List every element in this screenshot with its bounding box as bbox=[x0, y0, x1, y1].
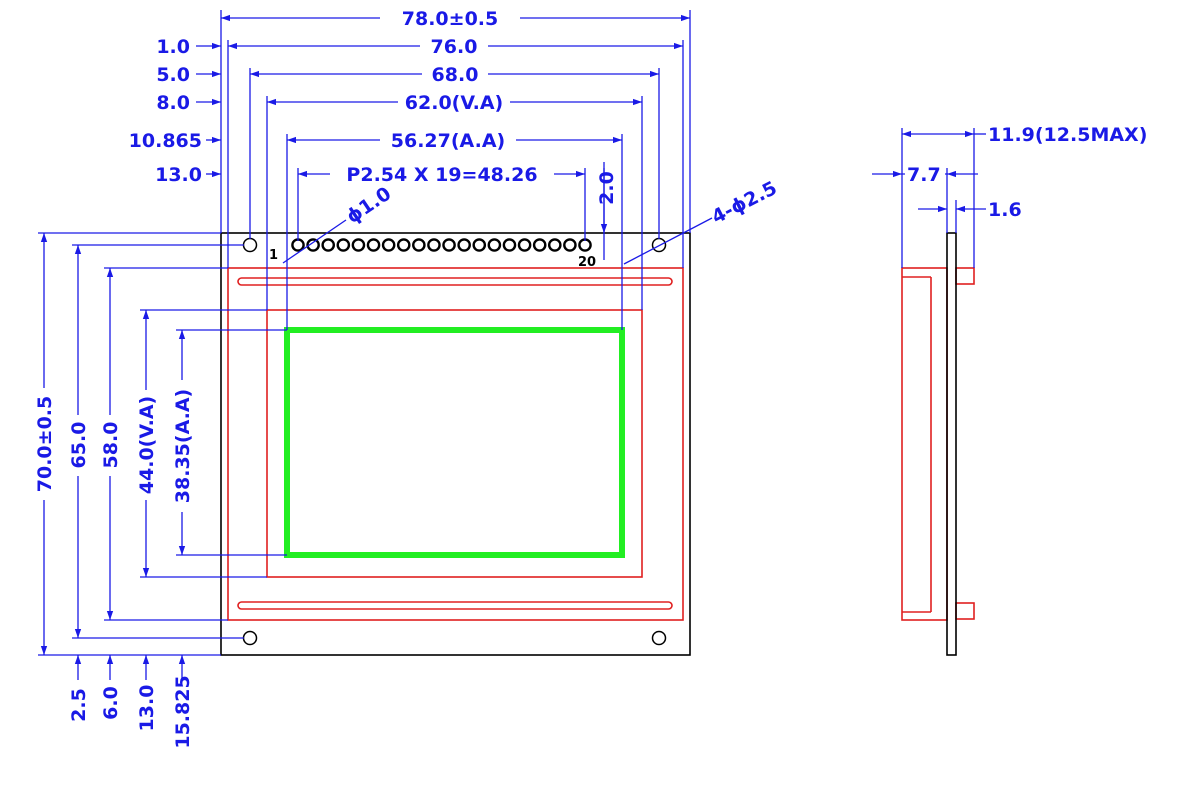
pin-hole bbox=[547, 238, 562, 252]
side-dim-module: 7.7 bbox=[907, 164, 941, 186]
vertical-dimensions: 70.0±0.5 65.0 58.0 44.0(V.A) 38.35(A.A) bbox=[34, 232, 287, 656]
view-area-outline bbox=[266, 309, 643, 578]
bottom-offset-dimensions: 2.5 6.0 13.0 15.825 bbox=[68, 655, 194, 749]
offset-1: 1.0 bbox=[156, 36, 190, 58]
pin-hole bbox=[457, 238, 471, 252]
pin-hole bbox=[442, 238, 456, 252]
top-dimensions: 78.0±0.5 76.0 68.0 62.0(V.A) 56.27(A.A) … bbox=[220, 8, 691, 330]
pin-hole bbox=[502, 238, 517, 252]
pin-hole bbox=[396, 238, 411, 252]
dim-active-area-height: 38.35(A.A) bbox=[172, 389, 194, 503]
offset-8: 8.0 bbox=[156, 92, 190, 114]
pin-row bbox=[291, 238, 592, 252]
pin-hole bbox=[321, 238, 336, 252]
pin-hole bbox=[517, 238, 532, 252]
mount-hole-bottom-left bbox=[242, 630, 258, 646]
bezel bbox=[227, 267, 684, 621]
pin-hole bbox=[366, 238, 381, 252]
pin-hole-note: ϕ1.0 bbox=[342, 183, 395, 229]
bottom-offset-15825: 15.825 bbox=[172, 675, 194, 748]
mount-hole-bottom-right bbox=[651, 630, 667, 646]
pin-hole bbox=[427, 238, 441, 252]
bottom-offset-2-5: 2.5 bbox=[68, 688, 90, 722]
pin-hole bbox=[381, 238, 396, 252]
mount-hole-note: 4-ϕ2.5 bbox=[708, 177, 780, 228]
side-connector-bottom bbox=[955, 602, 975, 620]
dim-pin-pitch: P2.54 X 19=48.26 bbox=[346, 164, 537, 186]
dim-outline-width: 78.0±0.5 bbox=[402, 8, 498, 30]
pin-last-label: 20 bbox=[578, 255, 596, 270]
dim-view-area-height: 44.0(V.A) bbox=[136, 396, 158, 494]
pin-hole bbox=[578, 238, 592, 252]
mounting-holes bbox=[242, 237, 667, 646]
dim-2: 2.0 bbox=[596, 171, 618, 205]
pin-hole bbox=[412, 238, 426, 252]
bezel-outer bbox=[227, 267, 684, 621]
pin-hole bbox=[291, 238, 305, 252]
side-view: 11.9(12.5MAX) 7.7 1.6 bbox=[872, 124, 1147, 656]
bezel-slot-top bbox=[237, 277, 673, 286]
side-dim-pcb: 1.6 bbox=[988, 199, 1022, 221]
bottom-offset-13: 13.0 bbox=[136, 685, 158, 732]
active-area bbox=[284, 327, 625, 558]
dim-65: 65.0 bbox=[68, 422, 90, 469]
pin-first-label: 1 bbox=[269, 248, 278, 263]
left-offset-dimensions: 1.0 5.0 8.0 10.865 13.0 bbox=[129, 36, 221, 186]
pin-hole bbox=[336, 238, 351, 252]
side-connector-top bbox=[955, 267, 975, 285]
dim-68: 68.0 bbox=[432, 64, 479, 86]
side-pcb bbox=[946, 232, 957, 656]
pcb-outline bbox=[220, 232, 691, 656]
dim-view-area-width: 62.0(V.A) bbox=[405, 92, 503, 114]
mount-hole-top-left bbox=[242, 237, 258, 253]
dim-76: 76.0 bbox=[431, 36, 478, 58]
dim-active-area-width: 56.27(A.A) bbox=[391, 130, 505, 152]
dim-outline-height: 70.0±0.5 bbox=[34, 396, 56, 492]
pin-hole bbox=[351, 238, 366, 252]
side-dim-thickness: 11.9(12.5MAX) bbox=[988, 124, 1147, 146]
pin-hole bbox=[306, 238, 320, 252]
front-view: 1 20 78.0±0.5 bbox=[34, 8, 781, 749]
pin-hole bbox=[563, 238, 577, 252]
pin-hole bbox=[532, 238, 547, 252]
pin-hole bbox=[487, 238, 502, 252]
pin-hole bbox=[472, 238, 487, 252]
dim-58: 58.0 bbox=[100, 422, 122, 469]
offset-5: 5.0 bbox=[156, 64, 190, 86]
side-bezel-body bbox=[901, 267, 948, 621]
offset-13: 13.0 bbox=[155, 164, 202, 186]
bezel-slot-bottom bbox=[237, 601, 673, 610]
bottom-offset-6: 6.0 bbox=[100, 686, 122, 720]
offset-10865: 10.865 bbox=[129, 130, 202, 152]
